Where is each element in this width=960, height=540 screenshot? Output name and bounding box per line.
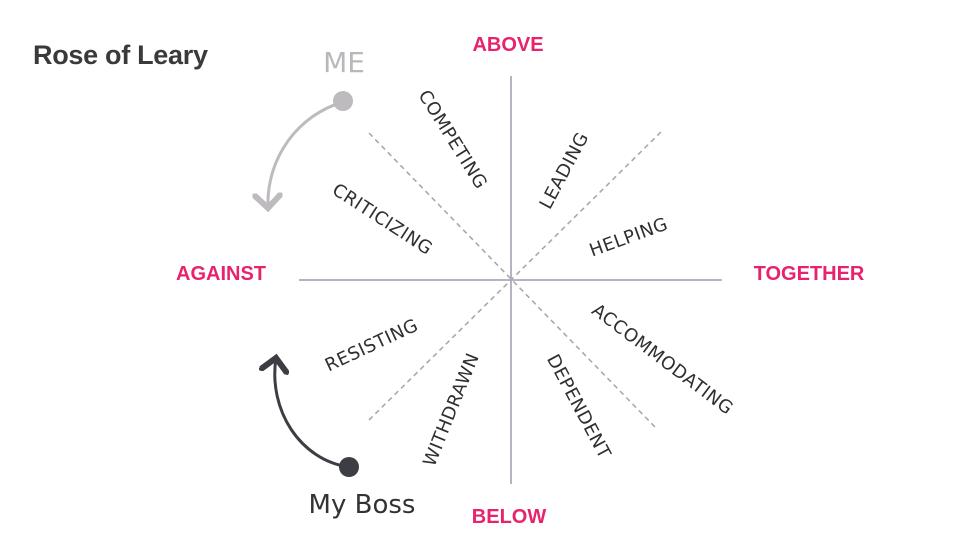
diagonal-axis-rising	[368, 129, 664, 421]
octant-label-accommodating: ACCOMMODATING	[588, 300, 737, 420]
me-arrow	[268, 100, 345, 208]
axis-label-below: BELOW	[472, 506, 547, 528]
octant-label-withdrawn: WITHDRAWN	[419, 350, 484, 469]
octant-label-resisting: RESISTING	[322, 315, 422, 376]
axis-label-against: AGAINST	[176, 263, 266, 285]
page-title: Rose of Leary	[33, 40, 208, 70]
me-dot	[333, 91, 353, 111]
boss-label: My Boss	[309, 490, 416, 520]
boss-dot	[339, 457, 359, 477]
axis-label-above: ABOVE	[472, 34, 543, 56]
octant-label-dependent: DEPENDENT	[542, 351, 615, 463]
boss-arrow	[275, 358, 351, 469]
octant-label-helping: HELPING	[587, 214, 671, 262]
me-label: ME	[323, 46, 365, 79]
octant-label-competing: COMPETING	[414, 86, 492, 193]
octant-label-leading: LEADING	[536, 129, 594, 213]
octant-label-criticizing: CRITICIZING	[328, 179, 436, 259]
axis-label-together: TOGETHER	[754, 263, 865, 285]
